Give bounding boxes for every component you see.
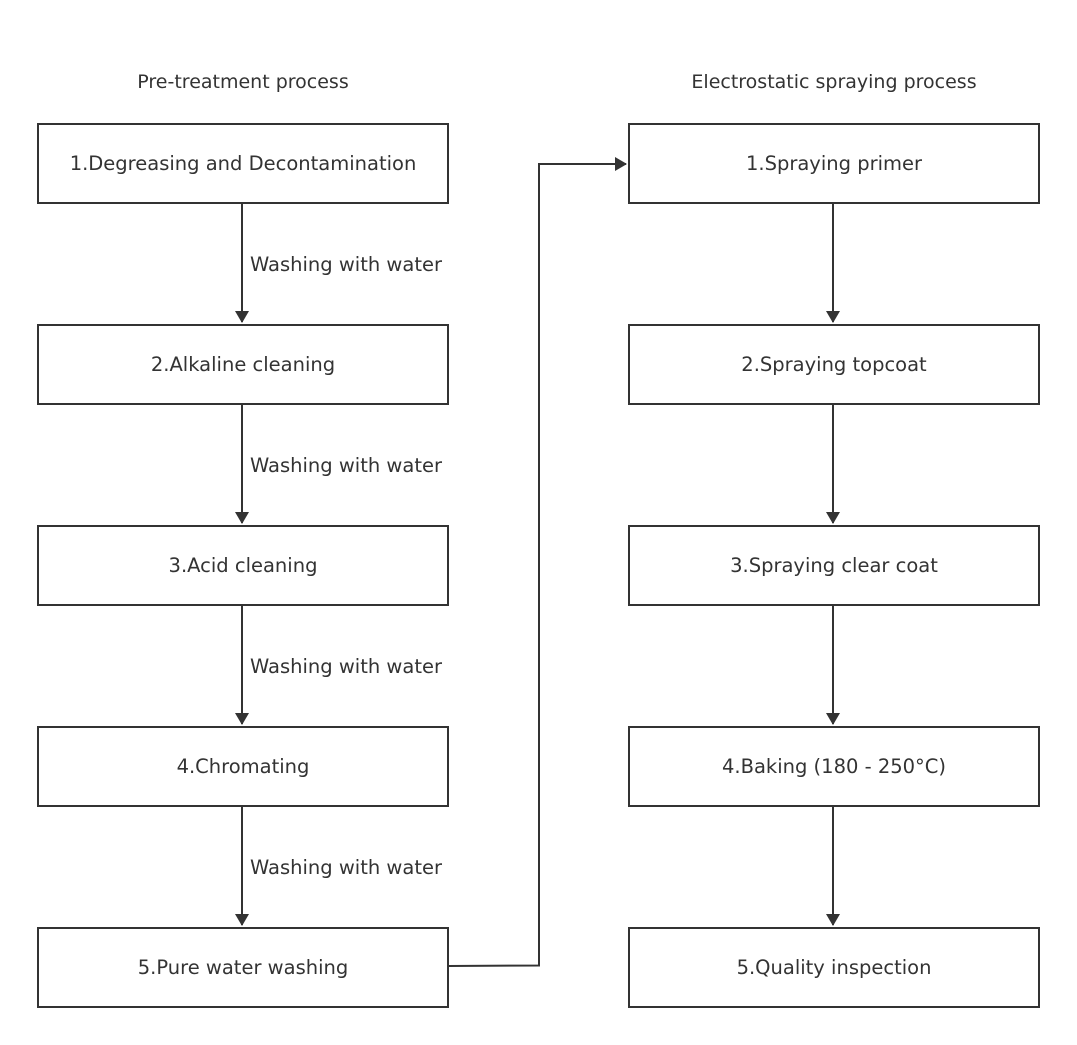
pretreatment-title: Pre-treatment process xyxy=(137,71,349,93)
pretreatment-step-5[interactable]: 5.Pure water washing xyxy=(37,927,449,1008)
spraying-step-2[interactable]: 2.Spraying topcoat xyxy=(628,324,1040,405)
arrow-pretreatment-to-spraying xyxy=(448,157,627,967)
transition-label-4: Washing with water xyxy=(250,854,442,882)
transition-label-3: Washing with water xyxy=(250,653,442,681)
spraying-step-3[interactable]: 3.Spraying clear coat xyxy=(628,525,1040,606)
pretreatment-step-1[interactable]: 1.Degreasing and Decontamination xyxy=(37,123,449,204)
transition-label-1: Washing with water xyxy=(250,251,442,279)
spraying-step-1[interactable]: 1.Spraying primer xyxy=(628,123,1040,204)
spraying-step-4[interactable]: 4.Baking (180 - 250°C) xyxy=(628,726,1040,807)
spraying-step-5[interactable]: 5.Quality inspection xyxy=(628,927,1040,1008)
spraying-title: Electrostatic spraying process xyxy=(691,71,977,93)
pretreatment-step-4[interactable]: 4.Chromating xyxy=(37,726,449,807)
pretreatment-step-3[interactable]: 3.Acid cleaning xyxy=(37,525,449,606)
pretreatment-step-2[interactable]: 2.Alkaline cleaning xyxy=(37,324,449,405)
transition-label-2: Washing with water xyxy=(250,452,442,480)
